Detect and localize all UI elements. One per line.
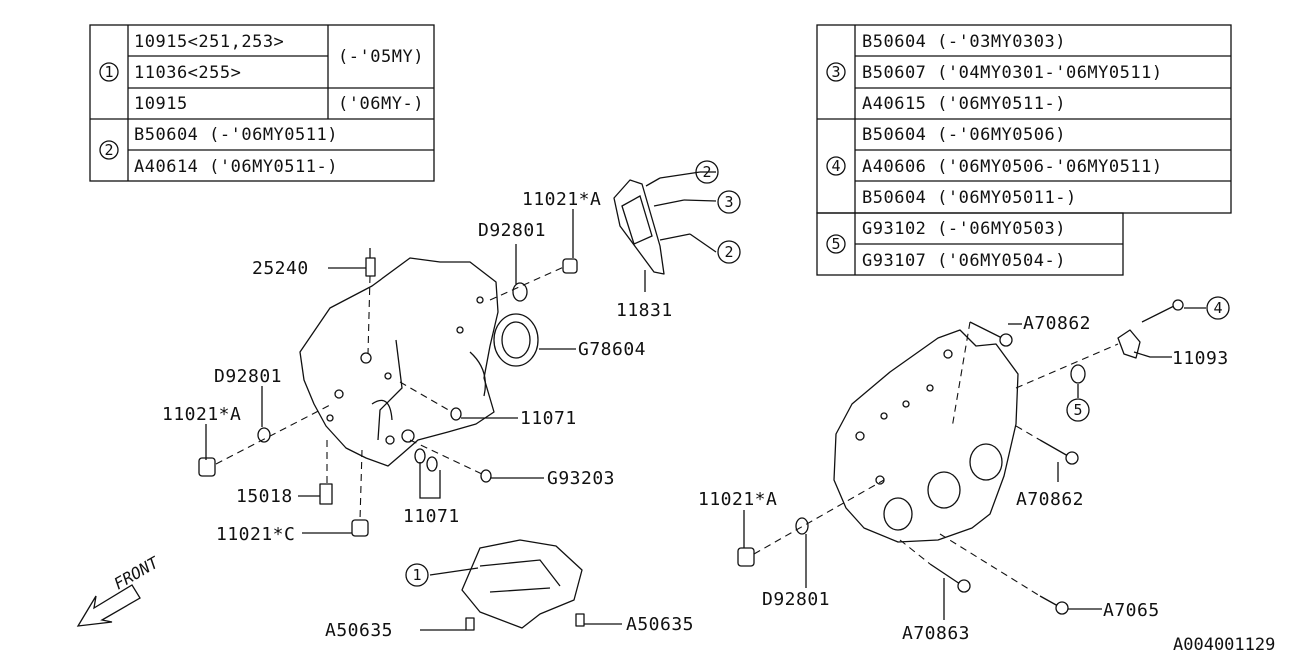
table-cell: (-'05MY) <box>338 47 424 67</box>
callout-number: 3 <box>724 193 733 211</box>
part-label-g93203: G93203 <box>547 468 615 489</box>
part-label-d92801: D92801 <box>214 366 282 387</box>
front-cover-drawing <box>198 248 578 537</box>
front-arrow: FRONT <box>76 552 163 627</box>
parts-table-left: 1 10915<251,253> 11036<255> (-'05MY) 109… <box>89 24 435 182</box>
part-label-a50635: A50635 <box>626 614 694 635</box>
part-label-g78604: G78604 <box>578 339 646 360</box>
callout-number: 3 <box>831 63 840 81</box>
part-label-a7065: A7065 <box>1103 600 1160 621</box>
part-label-11093: 11093 <box>1172 348 1229 369</box>
table-cell: B50604 ('06MY05011-) <box>862 188 1077 208</box>
callout-5-symbol <box>1066 398 1090 422</box>
part-label-a50635: A50635 <box>325 620 393 641</box>
part-label-11021a: 11021*A <box>162 404 241 425</box>
table-cell: A40606 ('06MY0506-'06MY0511) <box>862 157 1163 177</box>
callout-number: 4 <box>831 157 840 175</box>
part-label-11021c: 11021*C <box>216 524 295 545</box>
table-cell: 10915 <box>134 94 188 114</box>
table-cell: ('06MY-) <box>338 94 424 114</box>
callout-3-symbol <box>826 62 846 82</box>
oil-pan-drawing <box>429 539 585 631</box>
table-cell: B50604 (-'06MY0511) <box>134 125 338 145</box>
part-label-d92801: D92801 <box>762 589 830 610</box>
table-cell: G93107 ('06MY0504-) <box>862 251 1066 271</box>
callout-4-symbol <box>826 156 846 176</box>
table-cell: 11036<255> <box>134 63 241 83</box>
part-label-15018: 15018 <box>236 486 293 507</box>
callout-4-symbol <box>1206 296 1230 320</box>
table-cell: G93102 (-'06MY0503) <box>862 219 1066 239</box>
part-label-11021a: 11021*A <box>698 489 777 510</box>
table-cell: A40614 ('06MY0511-) <box>134 157 338 177</box>
callout-5-symbol <box>826 234 846 254</box>
part-label-25240: 25240 <box>252 258 309 279</box>
cover-plate-drawing <box>613 171 717 292</box>
part-label-a70862: A70862 <box>1016 489 1084 510</box>
callout-number: 2 <box>104 141 113 159</box>
callout-number: 4 <box>1213 299 1222 317</box>
callout-1-symbol <box>99 62 119 82</box>
part-label-11021a: 11021*A <box>522 189 601 210</box>
table-cell: B50604 (-'03MY0303) <box>862 32 1066 52</box>
callout-3-symbol <box>717 190 741 214</box>
callout-number: 2 <box>702 163 711 181</box>
part-label-d92801: D92801 <box>478 220 546 241</box>
part-label-a70863: A70863 <box>902 623 970 644</box>
callout-number: 2 <box>724 243 733 261</box>
drawing-id: A004001129 <box>1173 635 1275 653</box>
callout-number: 1 <box>104 63 113 81</box>
front-label: FRONT <box>111 552 163 593</box>
callout-1-symbol <box>405 563 429 587</box>
table-cell: B50607 ('04MY0301-'06MY0511) <box>862 63 1163 83</box>
table-cell: B50604 (-'06MY0506) <box>862 125 1066 145</box>
callout-2-symbol <box>99 140 119 160</box>
rear-cover-drawing <box>737 299 1184 615</box>
table-cell: A40615 ('06MY0511-) <box>862 94 1066 114</box>
parts-table-right: 3 B50604 (-'03MY0303) B50607 ('04MY0301-… <box>816 24 1232 276</box>
part-label-11831: 11831 <box>616 300 673 321</box>
callout-number: 1 <box>412 566 421 584</box>
part-label-11071: 11071 <box>403 506 460 527</box>
part-labels: 25240 D92801 11021*A 11831 G78604 D92801… <box>162 189 1275 653</box>
callout-number: 5 <box>1073 401 1082 419</box>
callout-2-symbol <box>695 160 719 184</box>
part-label-a70862: A70862 <box>1023 313 1091 334</box>
callout-2-symbol <box>717 240 741 264</box>
table-cell: 10915<251,253> <box>134 32 284 52</box>
callout-number: 5 <box>831 235 840 253</box>
part-label-11071: 11071 <box>520 408 577 429</box>
callouts: 2 3 2 4 5 1 <box>405 160 1230 587</box>
